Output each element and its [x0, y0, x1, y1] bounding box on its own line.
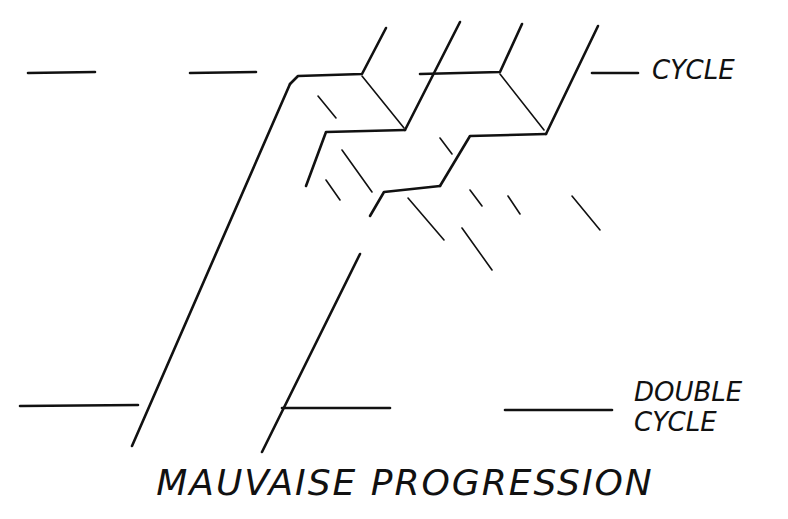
caption: MAUVAISE PROGRESSION — [156, 462, 654, 503]
level-label: CYCLE — [652, 56, 777, 86]
level-label: DOUBLE CYCLE — [634, 378, 768, 438]
